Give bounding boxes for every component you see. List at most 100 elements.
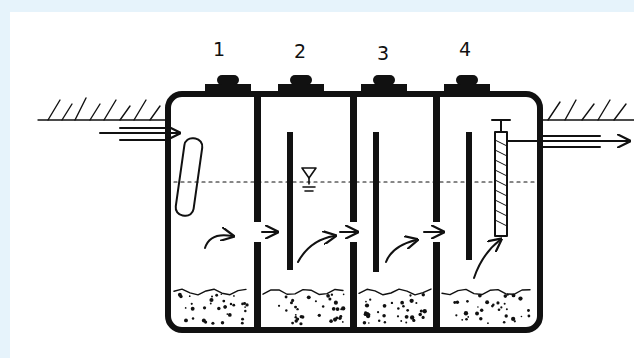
sludge-dot (461, 319, 463, 321)
sludge-dot (506, 293, 508, 295)
baffle (287, 132, 293, 270)
sludge-dot (230, 303, 232, 305)
wall-upper (433, 96, 440, 222)
wall-lower (254, 242, 261, 328)
baffle (466, 132, 472, 260)
tank-shell (168, 94, 540, 330)
sludge-dot (521, 316, 523, 318)
sludge-dot (418, 313, 422, 317)
sludge-dot (477, 306, 479, 308)
sludge-dot (326, 294, 330, 298)
sludge-dot (382, 314, 386, 318)
sludge-dot (506, 308, 508, 310)
sludge-dot (285, 309, 287, 311)
sludge-dot (365, 303, 369, 307)
sludge-dot (296, 308, 298, 310)
pipes (100, 128, 628, 147)
sludge-dot (222, 300, 225, 303)
lid (361, 84, 407, 93)
sludge-dot (456, 301, 459, 304)
sludge-dot (211, 322, 214, 325)
sludge-dot (409, 294, 411, 296)
sludge-layer (174, 289, 530, 325)
ground-hatching (38, 98, 634, 120)
sludge-dot (232, 304, 235, 307)
sludge-dot (191, 303, 193, 305)
sludge-dot (527, 309, 530, 312)
inflow-pipe (120, 128, 170, 140)
sludge-dot (343, 294, 345, 296)
sludge-dot (406, 309, 409, 312)
sludge-dot (334, 301, 338, 305)
sludge-dot (209, 298, 213, 302)
sludge-dot (400, 320, 402, 322)
sludge-surface (174, 289, 246, 295)
sludge-dot (504, 303, 506, 305)
baffle (373, 132, 379, 272)
flow-arrow (424, 231, 442, 233)
flow-arrow (262, 231, 276, 233)
sludge-dot (342, 321, 344, 323)
flow-arrow (298, 236, 334, 262)
callout-number: 2 (294, 42, 306, 61)
sludge-dot (378, 320, 380, 322)
sludge-dot (178, 293, 182, 297)
lid (444, 84, 490, 93)
sludge-dot (296, 317, 299, 320)
sludge-dot (402, 305, 405, 308)
wall-lower (350, 242, 357, 328)
sludge-dot (466, 300, 469, 303)
sludge-dot (400, 301, 404, 305)
sludge-dot (479, 317, 482, 320)
sludge-dot (307, 295, 311, 299)
sludge-dot (243, 302, 246, 305)
ground-line (540, 119, 634, 120)
flow-arrow (474, 240, 500, 278)
sludge-dot (363, 321, 366, 324)
sludge-dot (299, 322, 302, 325)
sludge-dot (528, 315, 531, 318)
sludge-dot (294, 306, 297, 309)
flow-arrow (386, 240, 416, 262)
sludge-dot (329, 319, 333, 323)
outflow-pipe (540, 136, 600, 147)
filter-handle (492, 120, 510, 132)
sludge-dot (480, 308, 483, 311)
sludge-dot (369, 299, 371, 301)
sludge-dot (505, 314, 508, 317)
sludge-dot (291, 322, 294, 325)
sludge-dot (244, 306, 246, 308)
sludge-dot (464, 311, 468, 315)
sludge-surface (263, 289, 343, 294)
level-ticks (303, 178, 315, 191)
sludge-dot (339, 315, 342, 318)
sludge-dot (513, 295, 515, 297)
sludge-dot (224, 305, 227, 308)
sludge-dot (331, 293, 333, 295)
sludge-dot (512, 294, 516, 298)
sludge-dot (422, 316, 425, 319)
sludge-dot (328, 297, 331, 300)
level-triangle (302, 168, 316, 178)
sludge-dot (498, 308, 501, 311)
sludge-dot (301, 315, 304, 318)
sludge-dot (211, 295, 213, 297)
sludge-dot (233, 295, 235, 297)
ground-strokes (48, 98, 160, 120)
sludge-dot (377, 311, 379, 313)
sludge-dot (291, 299, 294, 302)
sludge-dot (217, 307, 220, 310)
sludge-dot (228, 313, 232, 317)
sludge-dot (332, 307, 336, 311)
sludge-surface (442, 289, 530, 294)
sludge-dot (191, 307, 195, 311)
sludge-dot (322, 305, 324, 307)
sludge-dot (285, 296, 288, 299)
sludge-dot (500, 306, 502, 308)
outlet-filter (492, 120, 510, 236)
sludge-dot (365, 312, 369, 316)
sludge-dot (496, 301, 499, 304)
ground-strokes (548, 100, 626, 120)
sludge-dot (215, 294, 218, 297)
sludge-dot (475, 312, 479, 316)
